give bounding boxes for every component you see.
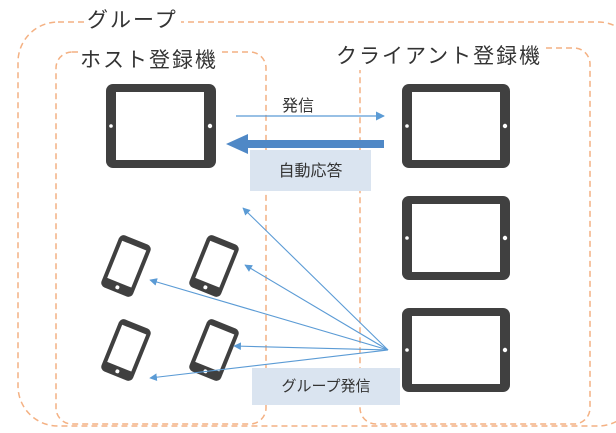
auto-answer-label: 自動応答: [250, 150, 371, 191]
client-boundary: [359, 47, 591, 425]
group-call-arrows: [149, 207, 389, 382]
host-boundary: [55, 51, 267, 425]
host-phone-4-icon: [189, 319, 239, 381]
client-tablet-3-icon: [402, 308, 510, 392]
client-tablet-1-icon: [402, 84, 510, 168]
group-boundary: [17, 21, 616, 427]
client-title: クライアント登録機: [336, 40, 543, 70]
group-title: グループ: [84, 4, 181, 34]
call-label: 発信: [282, 96, 315, 115]
host-phone-1-icon: [101, 235, 151, 297]
host-title: ホスト登録機: [80, 44, 218, 74]
client-tablet-2-icon: [402, 196, 510, 280]
host-phone-2-icon: [189, 235, 239, 297]
group-call-label: グループ発信: [252, 368, 400, 405]
auto-answer-arrow: [226, 134, 384, 154]
host-tablet-icon: [106, 84, 216, 168]
host-phone-3-icon: [101, 319, 151, 381]
